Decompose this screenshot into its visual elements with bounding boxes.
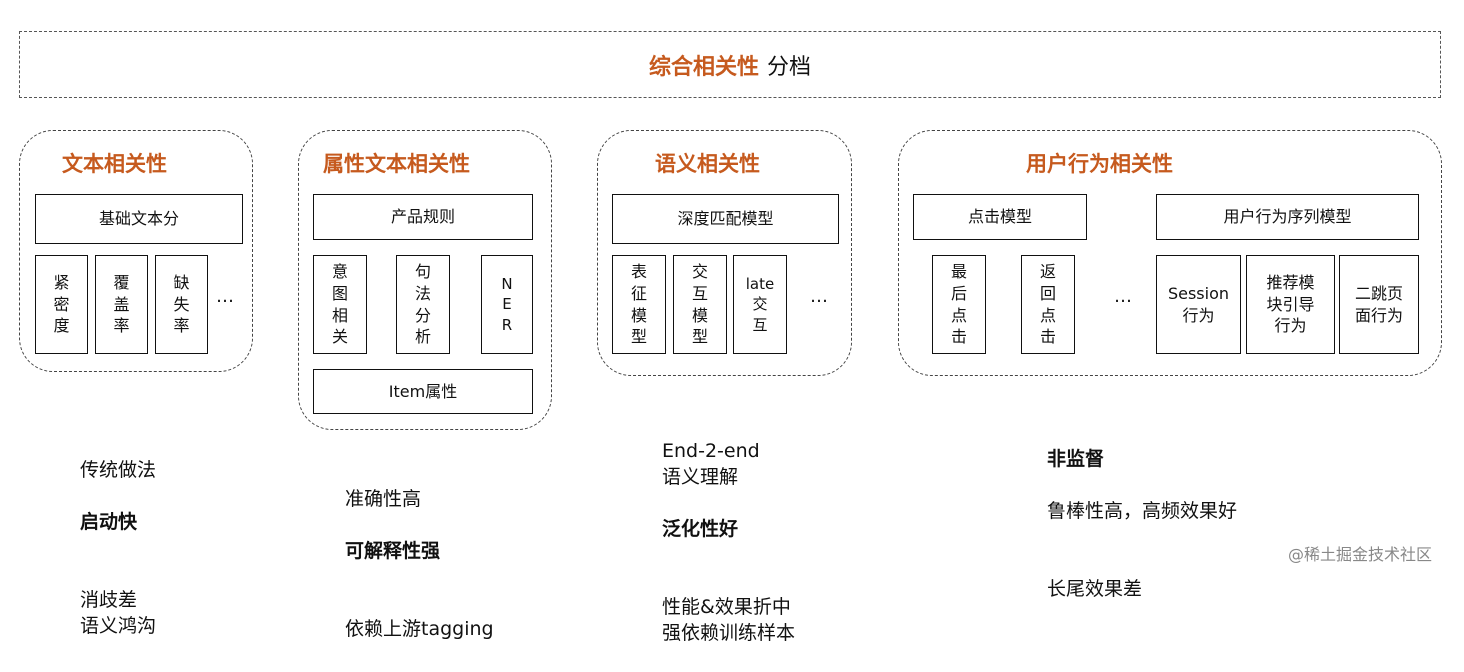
note-attr-relevance: 准确性高 可解释性强 依赖上游tagging <box>345 460 494 668</box>
banner-rest: 分档 <box>767 54 812 80</box>
box-return-click: 返 回 点 击 <box>1021 255 1075 354</box>
group-behavior-relevance <box>898 130 1442 376</box>
box-recommend-guided-behavior: 推荐模 块引导 行为 <box>1246 255 1335 354</box>
box-tightness: 紧 密 度 <box>35 255 88 354</box>
group-behavior-title: 用户行为相关性 <box>1026 152 1173 176</box>
group-text-relevance <box>19 130 253 372</box>
box-behavior-sequence-model: 用户行为序列模型 <box>1156 194 1419 240</box>
note-attr-bold: 可解释性强 <box>345 540 441 562</box>
note-semantic-line1: End-2-end 语义理解 <box>662 440 760 488</box>
box-basic-text-score: 基础文本分 <box>35 194 243 244</box>
box-item-attributes: Item属性 <box>313 369 533 414</box>
behavior-ellipsis: … <box>1114 286 1133 307</box>
box-second-jump-behavior: 二跳页 面行为 <box>1339 255 1419 354</box>
box-intent-relevance: 意 图 相 关 <box>313 255 367 354</box>
note-text-line3: 消歧差 语义鸿沟 <box>80 589 157 637</box>
box-missing-rate: 缺 失 率 <box>155 255 208 354</box>
box-late-interaction: late 交 互 <box>733 255 787 354</box>
note-text-relevance: 传统做法 启动快 消歧差 语义鸿沟 <box>80 431 156 665</box>
group-attr-relevance <box>298 130 552 430</box>
box-ner: N E R <box>481 255 533 354</box>
box-deep-matching-model: 深度匹配模型 <box>612 194 839 244</box>
box-coverage: 覆 盖 率 <box>95 255 148 354</box>
note-text-bold: 启动快 <box>80 511 138 533</box>
note-behavior-relevance: 非监督 鲁棒性高，高频效果好 长尾效果差 <box>1047 420 1237 628</box>
note-attr-line1: 准确性高 <box>345 488 422 510</box>
group-semantic-title: 语义相关性 <box>655 152 760 176</box>
box-click-model: 点击模型 <box>913 194 1087 240</box>
note-semantic-line3: 性能&效果折中 强依赖训练样本 <box>662 596 796 644</box>
watermark: @稀土掘金技术社区 <box>1288 545 1433 564</box>
banner-highlight: 综合相关性 <box>648 54 759 80</box>
overall-relevance-banner: 综合相关性 分档 <box>19 31 1441 98</box>
group-text-title: 文本相关性 <box>62 152 167 176</box>
group-attr-title: 属性文本相关性 <box>323 152 470 176</box>
note-text-line1: 传统做法 <box>80 459 157 481</box>
box-session-behavior: Session 行为 <box>1156 255 1241 354</box>
box-representation-model: 表 征 模 型 <box>612 255 666 354</box>
note-behavior-line2: 鲁棒性高，高频效果好 <box>1047 500 1238 522</box>
text-ellipsis: … <box>216 286 235 307</box>
semantic-ellipsis: … <box>810 286 829 307</box>
note-semantic-relevance: End-2-end 语义理解 泛化性好 性能&效果折中 强依赖训练样本 <box>662 412 795 672</box>
box-last-click: 最 后 点 击 <box>932 255 986 354</box>
note-behavior-bold: 非监督 <box>1047 448 1105 470</box>
box-syntax-analysis: 句 法 分 析 <box>396 255 450 354</box>
box-product-rules: 产品规则 <box>313 194 533 240</box>
note-semantic-bold: 泛化性好 <box>662 518 739 540</box>
note-attr-line3: 依赖上游tagging <box>345 618 494 640</box>
box-interaction-model: 交 互 模 型 <box>673 255 727 354</box>
group-semantic-relevance <box>597 130 852 376</box>
